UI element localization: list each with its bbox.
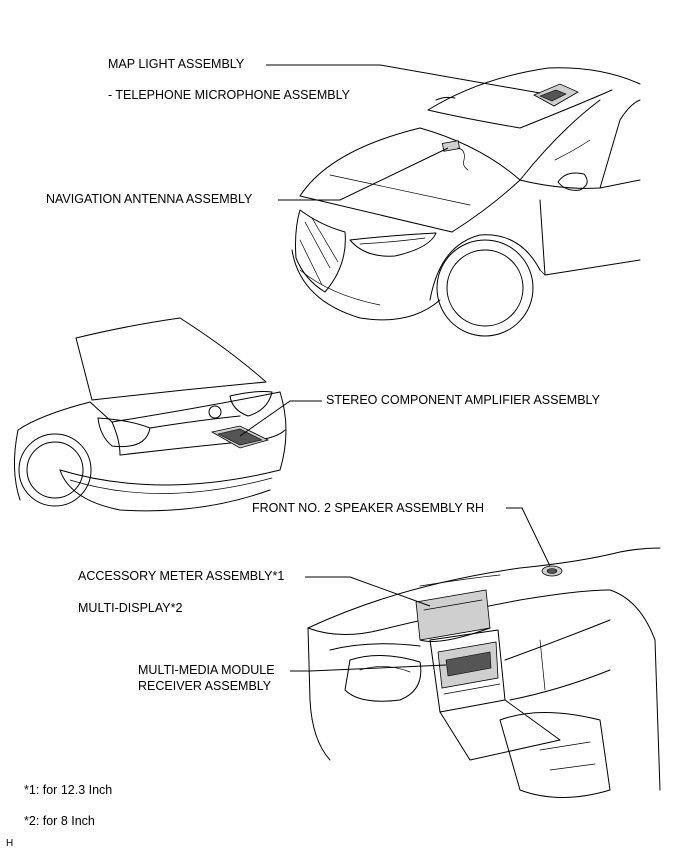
leader-front-speaker	[506, 507, 551, 567]
leader-stereo-amp	[239, 400, 322, 437]
label-stereo-amplifier: STEREO COMPONENT AMPLIFIER ASSEMBLY	[326, 393, 600, 407]
label-navigation-antenna: NAVIGATION ANTENNA ASSEMBLY	[46, 192, 253, 206]
label-multimedia-line1: MULTI-MEDIA MODULE	[138, 663, 275, 677]
corner-mark: H	[6, 838, 14, 849]
label-map-light: MAP LIGHT ASSEMBLY	[108, 57, 245, 71]
dashboard-illustration	[307, 547, 661, 798]
rear-car-illustration	[13, 317, 287, 512]
leader-accessory-meter	[305, 576, 431, 607]
label-accessory-meter: ACCESSORY METER ASSEMBLY*1	[78, 569, 285, 583]
leader-multimedia	[290, 664, 447, 672]
leader-nav-antenna	[278, 147, 449, 201]
label-multi-display: MULTI-DISPLAY*2	[78, 601, 183, 615]
front-car-illustration	[291, 67, 641, 337]
label-front-speaker: FRONT NO. 2 SPEAKER ASSEMBLY RH	[252, 501, 485, 515]
leader-lines	[239, 64, 551, 672]
label-telephone-microphone: - TELEPHONE MICROPHONE ASSEMBLY	[108, 88, 350, 102]
footnote-1: *1: for 12.3 Inch	[24, 783, 113, 797]
footnote-2: *2: for 8 Inch	[24, 814, 95, 828]
leader-map-light	[266, 64, 541, 94]
label-multimedia-line2: RECEIVER ASSEMBLY	[138, 679, 272, 693]
